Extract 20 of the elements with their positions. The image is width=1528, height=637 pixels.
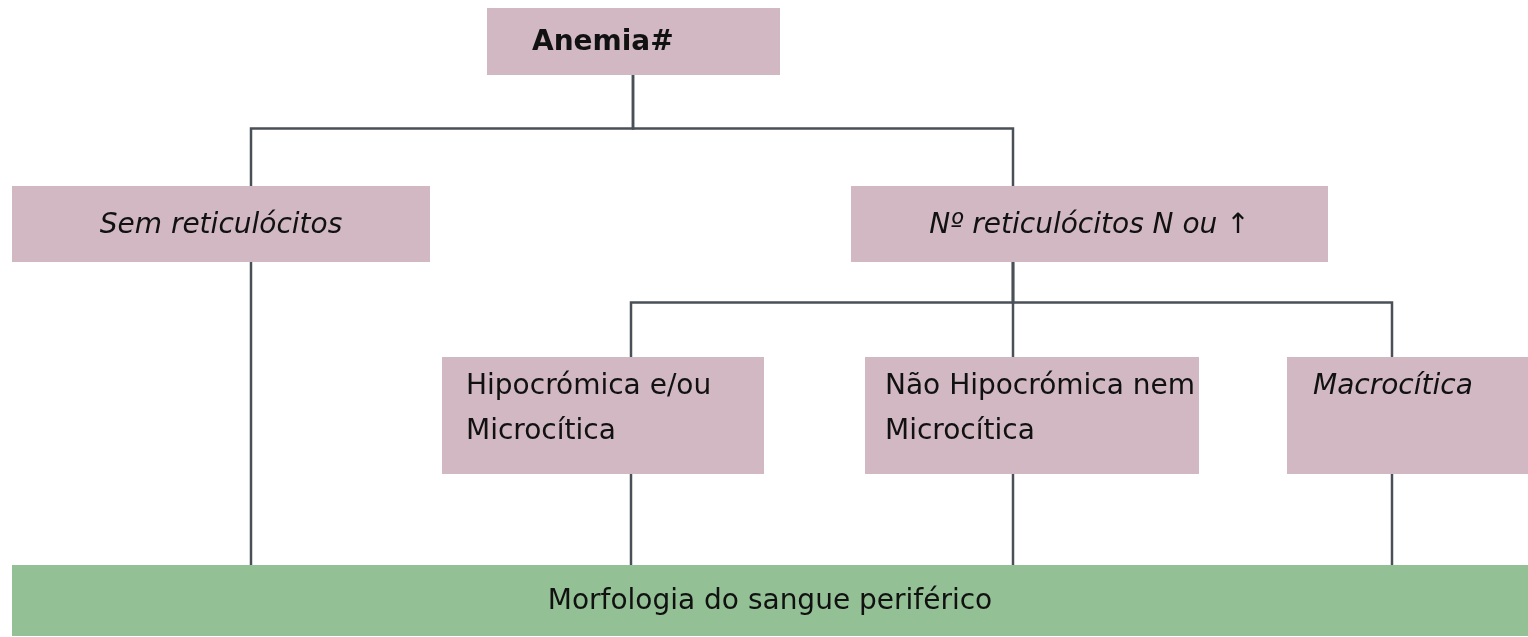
process-box xyxy=(851,186,1328,262)
connector-line xyxy=(629,474,633,565)
box-label: Anemia# xyxy=(532,23,674,60)
connector-line xyxy=(1011,262,1394,357)
process-box xyxy=(442,357,764,474)
box-label: Macrocítica xyxy=(1313,367,1473,403)
box-label: Sem reticulócitos xyxy=(99,205,343,242)
process-box xyxy=(487,8,780,75)
process-box xyxy=(12,186,430,262)
box-label: Nº reticulócitos N ou ↑ xyxy=(929,205,1250,242)
connector-line xyxy=(1011,474,1015,565)
box-label: Morfologia do sangue periférico xyxy=(547,582,993,619)
box-label: Não Hipocrómica nem Microcítica xyxy=(885,367,1197,448)
connector-line xyxy=(1390,474,1394,565)
connector-line xyxy=(631,75,1015,186)
process-box xyxy=(865,357,1199,474)
box-label: Hipocrómica e/ou Microcítica xyxy=(466,367,713,448)
connector-line xyxy=(249,262,253,565)
process-box xyxy=(1287,357,1528,474)
process-box xyxy=(12,565,1528,636)
